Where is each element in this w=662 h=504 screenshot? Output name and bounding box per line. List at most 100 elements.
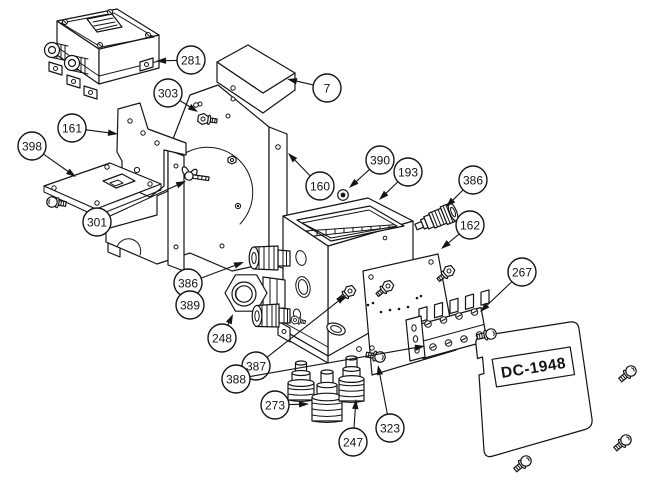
arrowhead [175,181,186,189]
callout-layer: 281 7 303 161 398 160 390 193 386 162 301 267 386 389… [17,45,537,457]
cable-gland [43,41,69,62]
arrowhead [156,57,167,64]
callout-circle [375,413,405,443]
leader-line [249,347,416,378]
arrowhead [446,197,456,207]
callout-label: 248 [212,332,232,346]
plug-273-small [287,360,315,402]
arrowhead [379,190,389,200]
callout-circle [507,257,537,287]
callout-303: 303 [153,78,198,112]
callout-label: 160 [310,180,330,194]
callout-273: 273 [260,390,309,420]
callout-label: 301 [87,216,107,230]
callout-323: 323 [375,365,405,443]
callout-390: 390 [349,145,395,188]
callout-circle [17,131,47,161]
cable-gland [63,54,89,75]
flat-plate-398 [43,162,162,217]
callout-circle [312,73,342,103]
callout-281: 281 [156,45,206,75]
wing-screw-301 [181,166,210,182]
plug-247 [338,355,365,403]
arrowhead [352,399,359,410]
callout-386a: 386 [446,165,488,207]
arrowhead [233,262,244,269]
callout-label: 398 [22,140,42,154]
arrowhead [287,78,298,85]
callout-247: 247 [338,399,368,457]
callout-388: 388 [221,344,425,394]
junction-box-281 [43,8,160,100]
connector-386-lower-left [251,303,291,328]
arrowhead [65,168,76,177]
leader-line [296,80,314,86]
arrowhead [107,129,118,136]
leader-line [486,281,513,306]
callout-301: 301 [82,181,186,237]
leader-line [356,168,370,182]
callout-label: 281 [181,54,201,68]
loose-screw [511,453,534,475]
loose-screw [611,432,634,454]
arrowhead [349,178,359,188]
plug-273-large [311,369,343,423]
callout-161: 161 [57,113,118,143]
callout-248: 248 [207,314,237,353]
callout-circle [260,390,290,420]
callout-label: 247 [343,436,363,450]
callout-386b: 386 [173,262,244,298]
panel-hole [193,102,199,108]
callout-circle [365,145,395,175]
callout-label: 390 [370,154,390,168]
arrowhead [441,240,451,249]
callout-circle [221,364,251,394]
leader-line [379,374,388,415]
callout-circle [176,45,206,75]
leader-line [353,408,356,429]
connector-386-upper-left [248,245,291,271]
callout-circle [338,427,368,457]
callout-label: 386 [463,174,483,188]
callout-label: 303 [158,87,178,101]
arrowhead [376,365,384,376]
callout-193: 193 [379,157,423,200]
leader-line [452,189,464,201]
callout-label: 193 [398,166,418,180]
leader-line [85,129,109,134]
callout-circle [305,171,335,201]
arrowhead [414,344,425,351]
cover-panel-dc1948: DC-1948 [475,321,593,458]
callout-label: 323 [380,422,400,436]
leader-line [179,100,190,108]
callout-label: 387 [246,360,266,374]
callout-circle [207,323,237,353]
callout-label: 389 [180,299,200,313]
leader-line [294,159,311,177]
callout-162: 162 [441,210,485,249]
callout-circle [57,113,87,143]
arrowhead [187,103,198,112]
callout-label: 273 [265,399,285,413]
hex-fitting-248 [224,274,286,312]
leader-line [109,184,178,217]
callout-label: 386 [178,277,198,291]
arrowhead [336,295,346,304]
callout-circle [455,210,485,240]
connector-386-right [414,202,459,231]
arrowhead [480,302,490,312]
leader-line [385,181,399,194]
callout-label: 161 [62,122,82,136]
leader-line [43,153,69,172]
callout-160: 160 [288,153,335,201]
callout-label: 7 [324,82,331,96]
callout-circle [175,290,205,320]
callout-label: 388 [226,373,246,387]
callout-circle [153,78,183,108]
callout-label: 267 [512,266,532,280]
plate-screw [45,195,68,210]
callout-7: 7 [287,73,342,103]
leader-line [448,233,460,244]
arrowhead [298,401,309,408]
